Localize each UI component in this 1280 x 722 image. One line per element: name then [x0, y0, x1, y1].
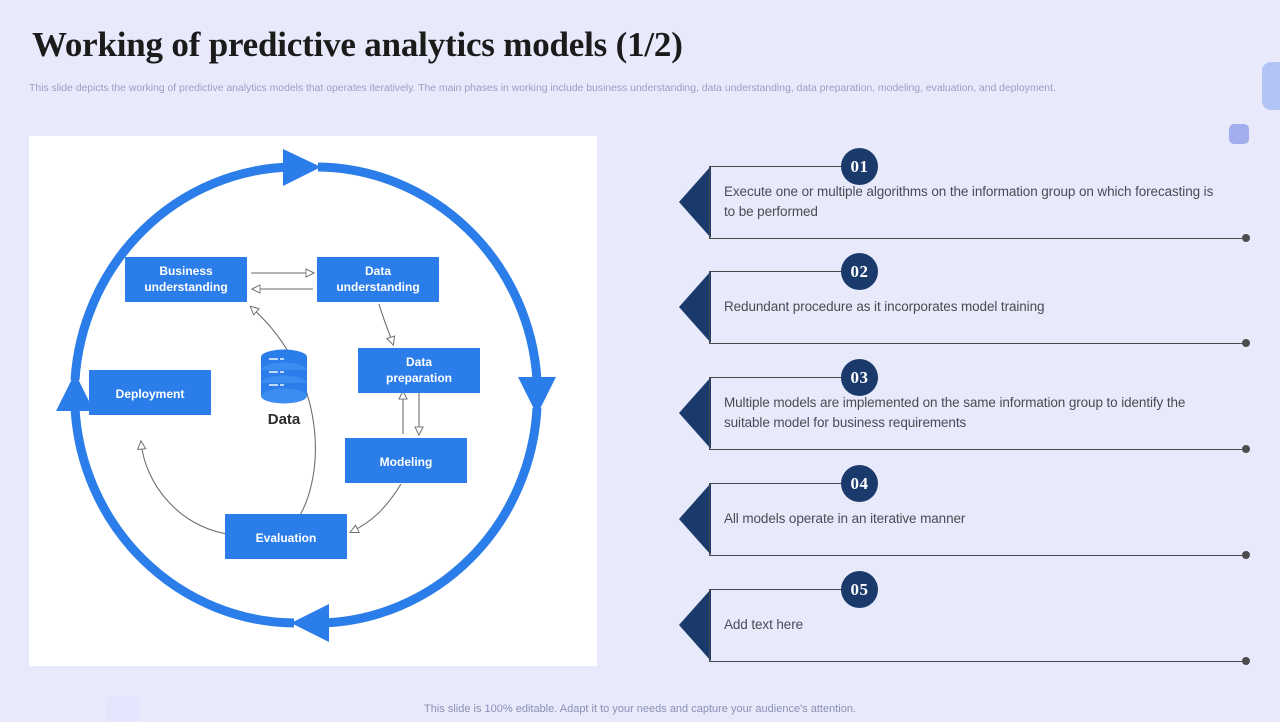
page-subtitle: This slide depicts the working of predic…: [29, 82, 1056, 94]
node-label-dataund-line1: Data: [365, 264, 391, 278]
decorative-shape-square-right: [1229, 124, 1249, 144]
step-text-02: Redundant procedure as it incorporates m…: [724, 299, 1045, 314]
chevron-left-icon: [679, 483, 711, 555]
ring-arrow-left: [56, 373, 94, 411]
ring-arrow-heads: [56, 149, 556, 642]
item-rule-top: [709, 483, 859, 484]
node-label-business-line2: understanding: [144, 280, 227, 294]
ring-arrow-right: [518, 377, 556, 415]
decorative-shape-tall-right: [1262, 62, 1280, 110]
process-node-labels: Business understanding Data understandin…: [116, 264, 452, 545]
crisp-dm-cycle-diagram: Business understanding Data understandin…: [56, 149, 556, 642]
diagram-card: Business understanding Data understandin…: [29, 136, 597, 666]
item-end-dot: [1242, 657, 1250, 665]
node-label-modeling: Modeling: [380, 455, 433, 469]
item-rule-bottom: [709, 661, 1246, 662]
node-data-understanding: [317, 257, 439, 302]
node-business-understanding: [125, 257, 247, 302]
item-rule-bottom: [709, 449, 1246, 450]
item-rule-top: [709, 377, 859, 378]
item-rule-left: [709, 483, 710, 555]
node-modeling: [345, 438, 467, 483]
chevron-left-icon: [679, 271, 711, 343]
chevron-left-icon: [679, 377, 711, 449]
decorative-shape-square-bottom-left: [106, 696, 140, 722]
item-rule-left: [709, 377, 710, 449]
item-rule-left: [709, 271, 710, 343]
item-end-dot: [1242, 234, 1250, 242]
step-badge-03: 03: [841, 359, 878, 396]
step-badge-04: 04: [841, 465, 878, 502]
node-label-dataund-line2: understanding: [336, 280, 419, 294]
item-rule-top: [709, 271, 859, 272]
node-deployment: [89, 370, 211, 415]
internal-connectors: [141, 273, 419, 535]
chevron-left-icon: [679, 166, 711, 238]
item-rule-left: [709, 166, 710, 238]
node-label-evaluation: Evaluation: [256, 531, 317, 545]
item-end-dot: [1242, 551, 1250, 559]
database-icon: [261, 349, 307, 404]
item-rule-top: [709, 166, 859, 167]
item-rule-bottom: [709, 238, 1246, 239]
connector-eval-to-deploy: [141, 442, 228, 535]
page-title: Working of predictive analytics models (…: [32, 25, 683, 64]
step-text-05: Add text here: [724, 617, 804, 632]
node-label-business-line1: Business: [159, 264, 213, 278]
connector-eval-to-business: [251, 307, 316, 532]
node-evaluation: [225, 514, 347, 559]
process-nodes: [89, 257, 480, 559]
connector-modeling-to-eval: [351, 483, 402, 532]
step-badge-05: 05: [841, 571, 878, 608]
ring-arrow-bottom: [291, 604, 329, 642]
item-end-dot: [1242, 445, 1250, 453]
chevron-left-icon: [679, 589, 711, 661]
item-rule-left: [709, 589, 710, 661]
cycle-ring: [70, 162, 542, 628]
node-label-prep-line1: Data: [406, 355, 432, 369]
item-rule-top: [709, 589, 859, 590]
step-badge-02: 02: [841, 253, 878, 290]
step-text-04: All models operate in an iterative manne…: [724, 511, 966, 526]
step-text-03: Multiple models are implemented on the s…: [724, 395, 1186, 430]
ring-arrow-top: [283, 149, 321, 186]
item-rule-bottom: [709, 555, 1246, 556]
step-text-01: Execute one or multiple algorithms on th…: [724, 184, 1214, 219]
slide-footer-note: This slide is 100% editable. Adapt it to…: [424, 703, 856, 715]
process-steps-list: 01 Execute one or multiple algorithms on…: [679, 148, 1251, 668]
item-end-dot: [1242, 339, 1250, 347]
step-badge-01: 01: [841, 148, 878, 185]
connector-dataund-to-prep: [378, 303, 393, 344]
node-label-prep-line2: preparation: [386, 371, 452, 385]
database-label: Data: [268, 411, 301, 428]
item-rule-bottom: [709, 343, 1246, 344]
node-data-preparation: [358, 348, 480, 393]
node-label-deployment: Deployment: [116, 387, 185, 401]
